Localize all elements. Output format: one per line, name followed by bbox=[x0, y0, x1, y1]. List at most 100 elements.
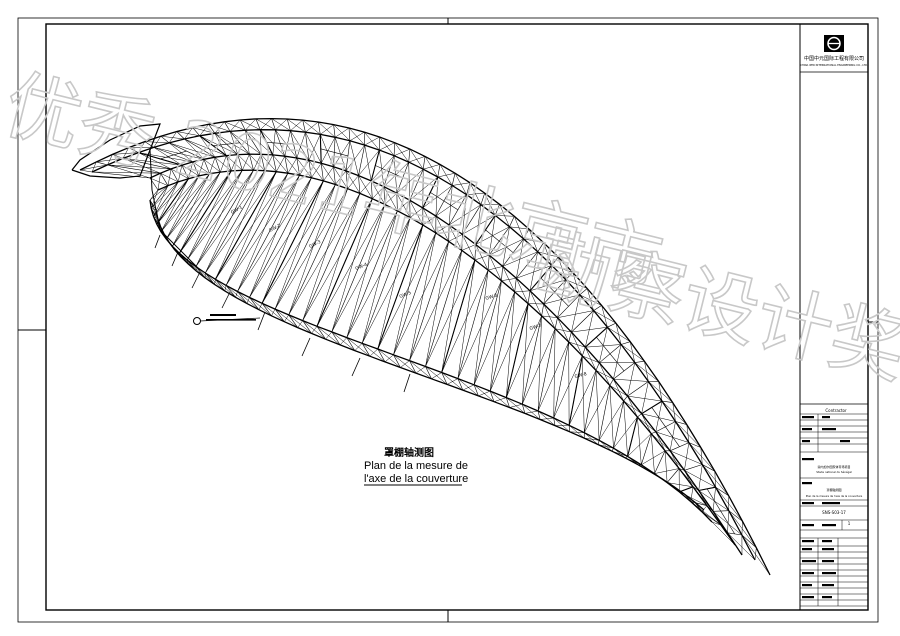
title-block-cell-text bbox=[802, 440, 810, 443]
web-vertical bbox=[568, 332, 572, 343]
web-vertical bbox=[320, 163, 324, 181]
web-diagonal bbox=[584, 432, 599, 445]
web-diagonal bbox=[522, 404, 541, 420]
web-diagonal bbox=[473, 270, 489, 385]
web-diagonal bbox=[393, 241, 449, 355]
web-diagonal bbox=[572, 272, 580, 295]
web-diagonal bbox=[364, 136, 380, 146]
web-diagonal bbox=[627, 433, 652, 457]
title-block-cell-text bbox=[802, 416, 814, 419]
web-vertical bbox=[688, 442, 701, 448]
web-vertical bbox=[661, 400, 673, 403]
web-diagonal bbox=[502, 266, 515, 293]
transverse-rib bbox=[475, 215, 496, 245]
web-diagonal bbox=[441, 250, 463, 373]
web-vertical bbox=[107, 164, 161, 174]
web-diagonal bbox=[274, 188, 348, 310]
web-vertical bbox=[383, 186, 386, 205]
support-leader bbox=[221, 291, 231, 309]
web-vertical bbox=[457, 378, 464, 391]
web-vertical bbox=[249, 177, 312, 298]
web-diagonal bbox=[506, 315, 542, 398]
web-diagonal bbox=[543, 242, 553, 266]
web-diagonal bbox=[166, 175, 200, 240]
web-diagonal bbox=[489, 280, 502, 392]
web-diagonal bbox=[347, 175, 359, 189]
web-diagonal bbox=[654, 468, 680, 474]
web-diagonal bbox=[615, 323, 622, 345]
web-diagonal bbox=[425, 241, 449, 367]
web-diagonal bbox=[383, 161, 409, 187]
web-diagonal bbox=[557, 317, 569, 343]
web-vertical bbox=[527, 290, 531, 304]
web-diagonal bbox=[565, 279, 588, 289]
web-diagonal bbox=[260, 129, 262, 155]
web-diagonal bbox=[397, 200, 410, 211]
web-diagonal bbox=[308, 134, 321, 161]
web-vertical bbox=[607, 322, 617, 328]
web-diagonal bbox=[582, 355, 585, 433]
web-diagonal bbox=[274, 180, 324, 310]
web-diagonal bbox=[568, 370, 597, 426]
web-diagonal bbox=[522, 328, 556, 405]
web-vertical bbox=[396, 193, 398, 211]
web-vertical bbox=[613, 400, 624, 449]
company-name-cn: 中国中元国际工程有限公司 bbox=[804, 55, 864, 62]
web-vertical bbox=[331, 331, 341, 346]
web-diagonal bbox=[473, 384, 495, 402]
web-vertical bbox=[715, 486, 729, 497]
web-diagonal bbox=[741, 521, 743, 536]
web-vertical bbox=[494, 204, 500, 216]
web-diagonal bbox=[91, 161, 97, 173]
web-diagonal bbox=[595, 370, 614, 380]
web-diagonal bbox=[346, 217, 411, 338]
rib-brace bbox=[266, 142, 294, 145]
web-diagonal bbox=[107, 164, 151, 179]
web-diagonal bbox=[664, 450, 668, 483]
web-diagonal bbox=[214, 121, 225, 134]
title-block-cell-text bbox=[822, 548, 834, 551]
web-diagonal bbox=[553, 417, 570, 432]
web-vertical bbox=[91, 171, 151, 179]
rib-brace bbox=[651, 407, 680, 447]
web-diagonal bbox=[168, 142, 193, 163]
web-vertical bbox=[728, 510, 743, 522]
web-diagonal bbox=[149, 185, 169, 201]
web-diagonal bbox=[650, 433, 655, 474]
web-diagonal bbox=[669, 421, 676, 451]
web-vertical bbox=[160, 175, 200, 232]
web-diagonal bbox=[302, 188, 348, 321]
sheet-number: 1 bbox=[848, 521, 851, 526]
web-diagonal bbox=[225, 175, 300, 286]
web-diagonal bbox=[209, 157, 216, 174]
web-vertical bbox=[609, 378, 614, 386]
web-diagonal bbox=[151, 181, 179, 209]
caption-fr-line1: Plan de la mesure de bbox=[364, 460, 468, 472]
web-diagonal bbox=[613, 448, 626, 459]
web-vertical bbox=[537, 410, 541, 420]
web-vertical bbox=[358, 145, 365, 176]
web-diagonal bbox=[701, 511, 736, 546]
web-vertical bbox=[741, 534, 757, 548]
transverse-rib bbox=[377, 224, 424, 350]
web-diagonal bbox=[249, 175, 300, 298]
web-diagonal bbox=[684, 493, 702, 512]
web-diagonal bbox=[184, 138, 205, 160]
web-vertical bbox=[316, 326, 326, 340]
web-vertical bbox=[302, 320, 312, 334]
web-diagonal bbox=[153, 178, 189, 217]
member-label: GW-3 bbox=[308, 239, 322, 250]
support-leader bbox=[171, 251, 179, 267]
web-vertical bbox=[208, 124, 216, 134]
web-vertical bbox=[623, 395, 628, 402]
web-diagonal bbox=[599, 362, 611, 386]
web-diagonal bbox=[153, 147, 183, 166]
web-diagonal bbox=[457, 280, 502, 379]
caption-cn: 罩棚轴测图 bbox=[384, 446, 434, 459]
rib-brace bbox=[706, 488, 735, 535]
web-diagonal bbox=[478, 390, 491, 397]
web-diagonal bbox=[607, 326, 631, 342]
web-diagonal bbox=[675, 421, 701, 448]
web-diagonal bbox=[169, 142, 216, 158]
